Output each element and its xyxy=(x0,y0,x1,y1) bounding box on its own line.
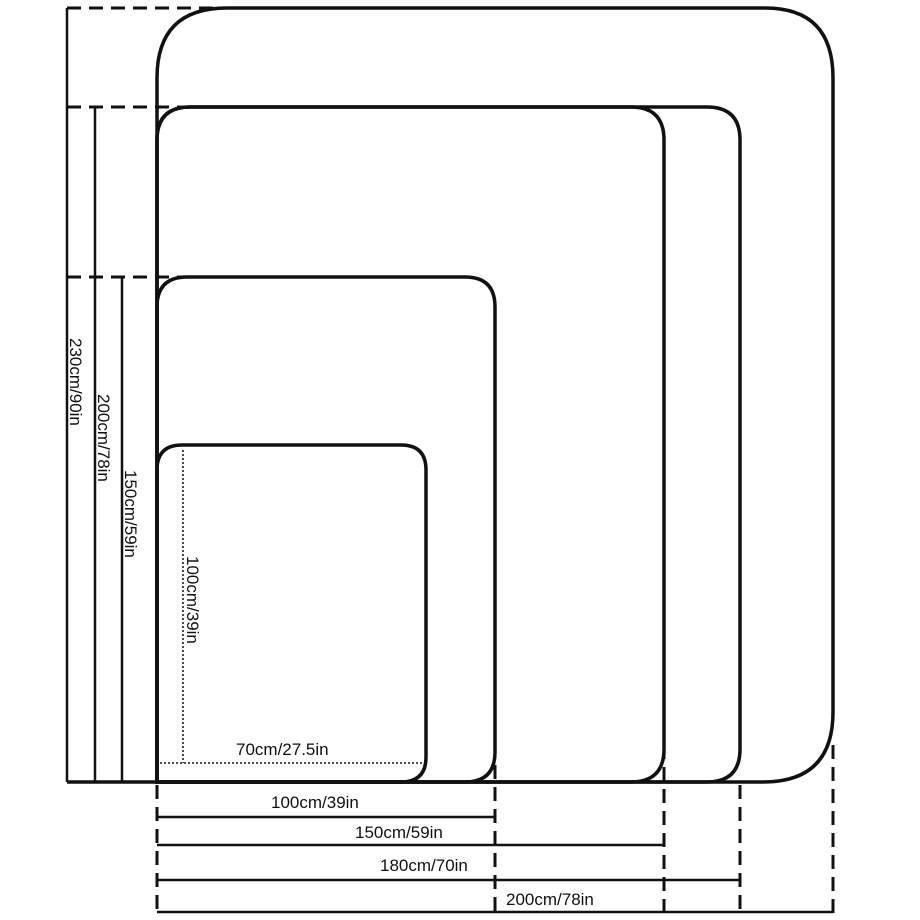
mat-100x150 xyxy=(155,275,497,784)
width-label-200: 200cm/78in xyxy=(506,890,594,909)
height-label-200: 200cm/78in xyxy=(94,394,113,482)
mat-70x100 xyxy=(155,443,428,784)
height-label-150: 150cm/59in xyxy=(121,470,140,558)
width-label-70: 70cm/27.5in xyxy=(236,740,329,759)
height-label-230: 230cm/90in xyxy=(66,338,85,426)
mat-200x230 xyxy=(155,6,835,784)
width-label-150: 150cm/59in xyxy=(355,823,443,842)
mat-150x200 xyxy=(155,105,666,784)
width-label-180: 180cm/70in xyxy=(380,856,468,875)
width-label-100: 100cm/39in xyxy=(271,793,359,812)
height-label-100: 100cm/39in xyxy=(183,556,202,644)
